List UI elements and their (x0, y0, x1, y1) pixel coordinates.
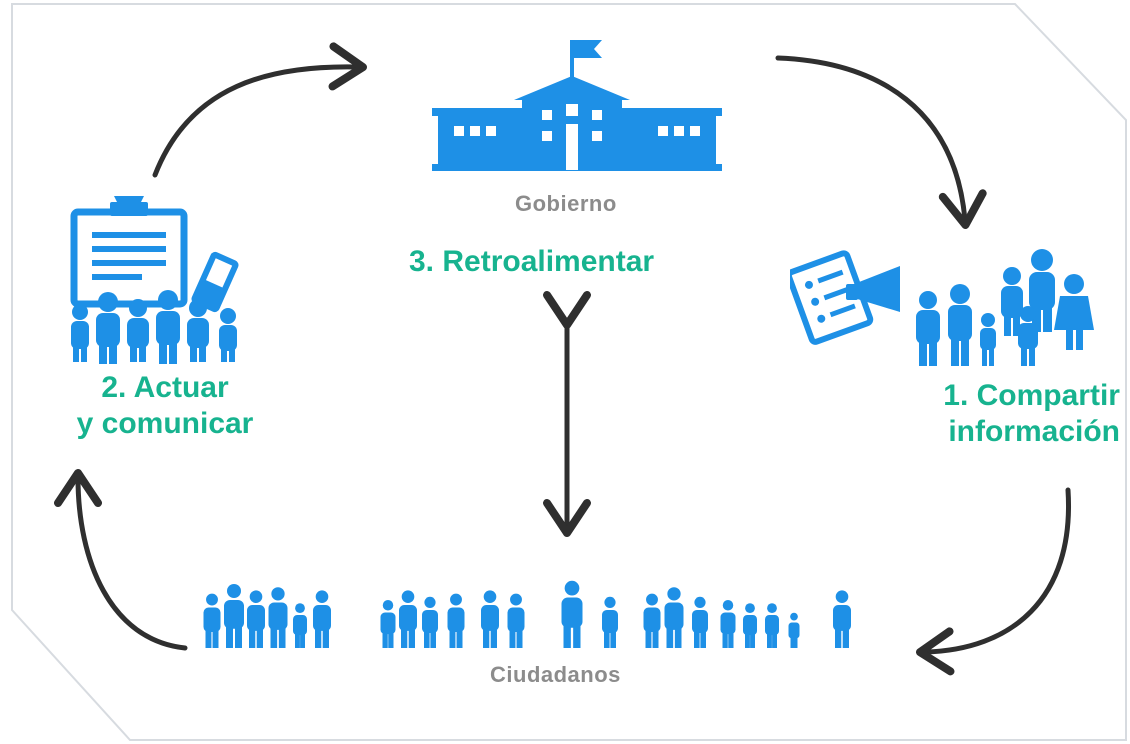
citizen-figure (481, 590, 499, 648)
ciudadanos-label: Ciudadanos (490, 662, 621, 687)
citizen-figure (224, 584, 244, 648)
citizen-figure (507, 593, 525, 648)
citizen-figure (422, 596, 438, 648)
citizen-figure (203, 593, 221, 648)
arrow-compartir-to-ciudadanos (916, 487, 1071, 676)
citizen-figure (561, 580, 583, 648)
arrow-gobierno-to-compartir (775, 55, 987, 229)
share-information-icon (790, 249, 1094, 366)
step2-line1: 2. Actuar (101, 371, 229, 404)
citizen-figure (399, 590, 417, 648)
citizen-figure (447, 593, 465, 648)
step1-line1: 1. Compartir (943, 379, 1120, 412)
citizen-figure (720, 600, 736, 648)
citizen-figure (643, 593, 661, 648)
step1-line2: información (948, 415, 1120, 448)
arrow-actuar-to-gobierno (152, 42, 367, 178)
citizen-figure (765, 603, 779, 648)
citizen-figure (380, 600, 396, 648)
citizen-figure (602, 596, 618, 648)
step2-line2: y comunicar (76, 407, 254, 440)
citizen-figure (692, 596, 708, 648)
government-building-icon (432, 40, 722, 171)
citizen-figure (268, 587, 288, 648)
citizen-figure (743, 603, 757, 648)
citizen-figure (833, 590, 851, 648)
citizen-figure (664, 587, 684, 648)
citizen-figure (293, 603, 307, 648)
citizen-figure (313, 590, 331, 648)
citizen-figure (788, 612, 800, 648)
citizen-figure (247, 590, 265, 648)
step2-label: 2. Actuar y comunicar (30, 370, 300, 442)
act-communicate-icon (70, 196, 239, 364)
step1-label: 1. Compartir información (880, 378, 1120, 450)
gobierno-label: Gobierno (515, 191, 617, 216)
arrow-ciudadanos-to-actuar (54, 469, 188, 651)
step3-label: 3. Retroalimentar (409, 245, 655, 278)
citizens-crowd-icon (203, 580, 851, 648)
